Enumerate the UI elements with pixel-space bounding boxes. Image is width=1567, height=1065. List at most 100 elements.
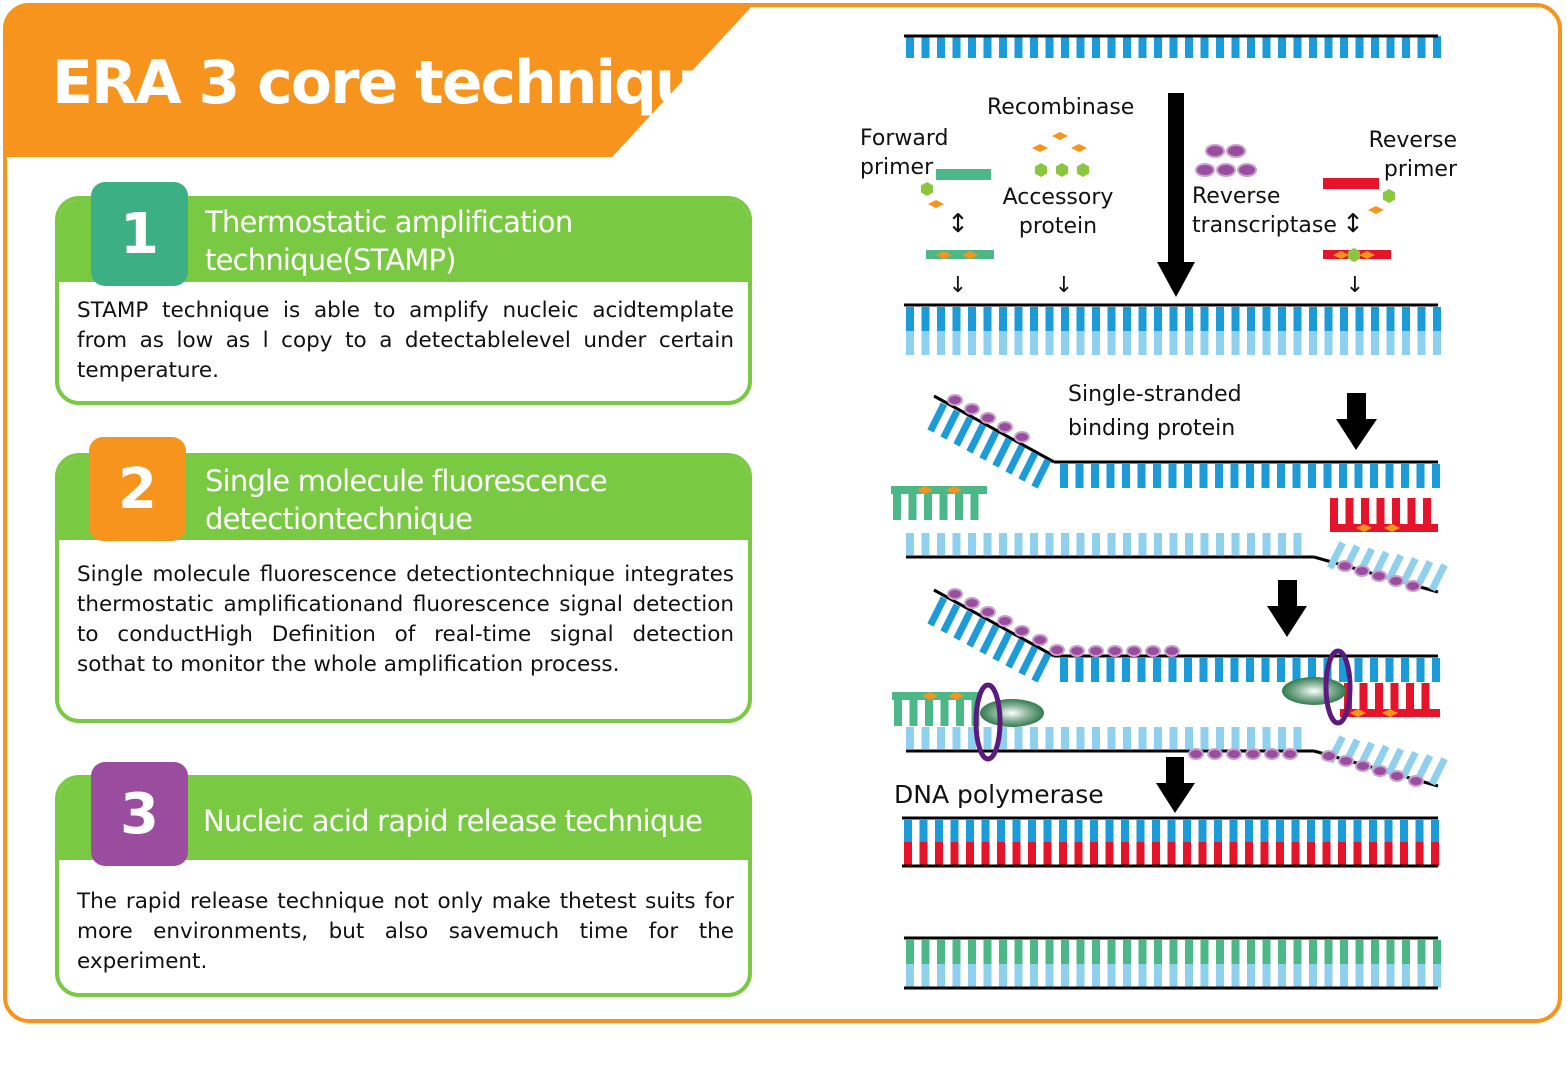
base-pair: [953, 416, 974, 447]
base-pair: [1371, 36, 1379, 58]
base-pair: [1309, 36, 1317, 58]
base-pair: [1030, 36, 1038, 58]
base-pair: [937, 940, 945, 964]
base-pair: [1433, 331, 1441, 355]
base-pair: [1061, 36, 1069, 58]
base-pair: [1215, 464, 1223, 488]
base-pair: [893, 494, 901, 520]
base-pair: [1293, 727, 1302, 749]
base-pair: [968, 36, 976, 58]
base-pair: [1198, 820, 1207, 842]
base-pair: [1371, 940, 1379, 964]
base-pair: [1339, 464, 1347, 488]
base-pair: [1107, 940, 1116, 964]
base-pair: [1076, 727, 1085, 749]
recombinase-protein: [1032, 144, 1048, 152]
recombinase-protein: [936, 251, 952, 259]
base-pair: [1245, 842, 1253, 866]
base-pair: [1416, 464, 1425, 488]
double-arrow-icon: ↕: [947, 209, 969, 239]
base-pair: [981, 820, 990, 842]
reverse-primer-label-2: primer: [1384, 157, 1458, 182]
base-pair: [1167, 842, 1176, 866]
base-pair: [1291, 820, 1300, 842]
ssb-protein: [1207, 748, 1223, 760]
base-pair: [1260, 842, 1269, 866]
reverse-transcriptase: [1216, 163, 1236, 177]
base-pair: [1185, 940, 1193, 964]
base-pair: [1231, 533, 1240, 555]
base-pair: [1216, 533, 1224, 555]
base-pair: [1416, 658, 1425, 682]
base-pair: [1355, 36, 1364, 58]
base-pair: [952, 964, 961, 988]
base-pair: [992, 631, 1013, 662]
base-pair: [1385, 747, 1405, 777]
base-pair: [1307, 820, 1315, 842]
base-pair: [937, 36, 945, 58]
recombinase-protein: [1368, 206, 1384, 214]
base-pair: [1014, 307, 1023, 331]
card-title-line2: detectiontechnique: [205, 502, 473, 536]
base-pair: [1061, 964, 1069, 988]
base-pair: [1014, 331, 1023, 355]
base-pair: [1431, 820, 1439, 842]
base-pair: [1322, 820, 1331, 842]
base-pair: [1045, 727, 1054, 749]
base-pair: [1106, 658, 1115, 682]
ssb-protein: [1245, 748, 1261, 760]
recombinase-label: Recombinase: [987, 95, 1134, 120]
ssb-protein: [1107, 645, 1123, 657]
base-pair: [952, 533, 961, 555]
base-pair: [1417, 36, 1426, 58]
base-pair: [1338, 820, 1346, 842]
base-pair: [1245, 820, 1253, 842]
base-pair: [999, 533, 1007, 555]
base-pair: [1153, 658, 1161, 682]
base-pair: [1417, 964, 1426, 988]
base-pair: [1045, 964, 1054, 988]
base-pair: [1278, 36, 1286, 58]
reverse-transcriptase: [1205, 144, 1225, 158]
base-pair: [906, 331, 914, 355]
base-pair: [1384, 842, 1393, 866]
base-pair: [1138, 964, 1147, 988]
base-pair: [1152, 842, 1160, 866]
base-pair: [1402, 307, 1410, 331]
base-pair: [1385, 553, 1405, 583]
base-pair: [940, 409, 961, 440]
base-pair: [1415, 842, 1424, 866]
base-pair: [1361, 498, 1369, 524]
base-pair: [1018, 645, 1039, 676]
base-pair: [1262, 331, 1271, 355]
base-pair: [1123, 533, 1131, 555]
accessory-protein-label-1: Accessory: [1003, 185, 1114, 210]
base-pair: [1169, 727, 1178, 749]
base-pair: [1061, 940, 1069, 964]
base-pair: [1090, 820, 1098, 842]
base-pair: [1229, 842, 1238, 866]
base-pair: [1200, 964, 1209, 988]
base-pair: [1399, 556, 1419, 586]
ssb-protein: [997, 615, 1013, 627]
base-pair: [1200, 727, 1209, 749]
ssb-protein: [1014, 431, 1030, 443]
base-pair: [1231, 36, 1240, 58]
base-pair: [1292, 658, 1301, 682]
base-pair: [1061, 533, 1069, 555]
base-pair: [1276, 842, 1284, 866]
base-pair: [952, 36, 961, 58]
ssb-protein: [1032, 634, 1048, 646]
base-pair: [1076, 36, 1085, 58]
base-pair: [1278, 964, 1286, 988]
base-pair: [983, 727, 992, 749]
base-pair: [1200, 940, 1209, 964]
base-pair: [1214, 842, 1222, 866]
base-pair: [983, 36, 992, 58]
ssb-protein: [1188, 748, 1204, 760]
base-pair: [1216, 331, 1224, 355]
ssb-protein: [1126, 645, 1142, 657]
base-pair: [1123, 727, 1131, 749]
base-pair: [1091, 464, 1099, 488]
number-badge-2: 2: [89, 437, 186, 541]
